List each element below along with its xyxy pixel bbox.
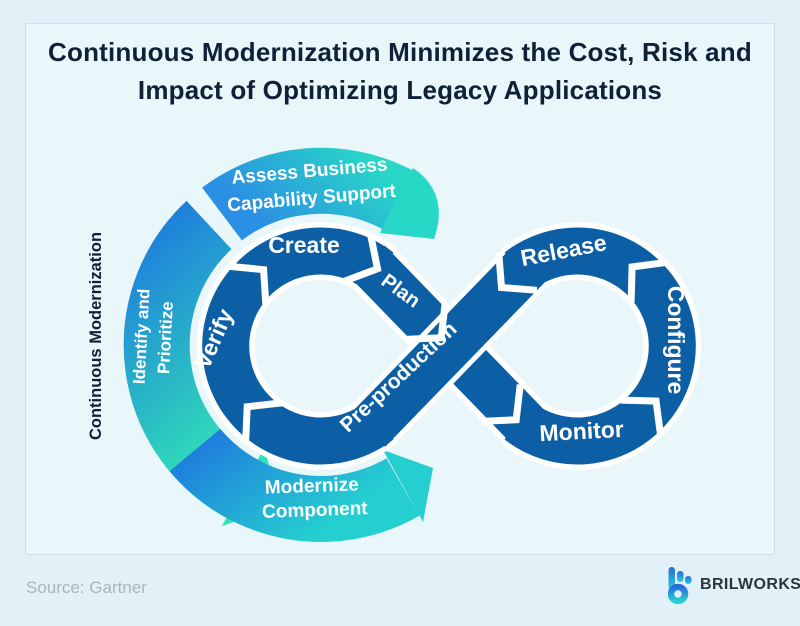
loop-label-configure: Configure (663, 286, 689, 395)
modernize-arrow-icon (383, 450, 433, 522)
page-title-line1: Continuous Modernization Minimizes the C… (48, 37, 752, 67)
loop-label-create: Create (268, 232, 340, 258)
outer-cycle-arcs (123, 147, 439, 542)
brilworks-logo-icon (668, 567, 692, 604)
identify-label-line1: Identify and (130, 288, 154, 384)
brand-name: BRILWORKS (700, 576, 800, 593)
left-loop-ring (202, 227, 394, 465)
page-title: Continuous Modernization Minimizes the C… (0, 34, 800, 109)
modernize-label-line2: Component (262, 498, 369, 523)
modernize-label-line1: Modernize (264, 474, 359, 498)
identify-label: Identify and Prioritize (130, 288, 177, 384)
source-credit: Source: Gartner (26, 578, 147, 597)
cycle-title-vertical: Continuous Modernization (87, 232, 105, 440)
assess-arc (202, 147, 414, 241)
loop-label-monitor: Monitor (539, 416, 625, 446)
brand-logo: BRILWORKS (668, 566, 800, 604)
modernize-arc (169, 428, 420, 542)
identify-label-line2: Prioritize (154, 301, 177, 375)
right-loop-ring (504, 227, 696, 465)
infinity-loop (196, 222, 702, 470)
assess-arrow-icon (380, 168, 439, 239)
page-title-line2: Impact of Optimizing Legacy Applications (137, 74, 663, 105)
